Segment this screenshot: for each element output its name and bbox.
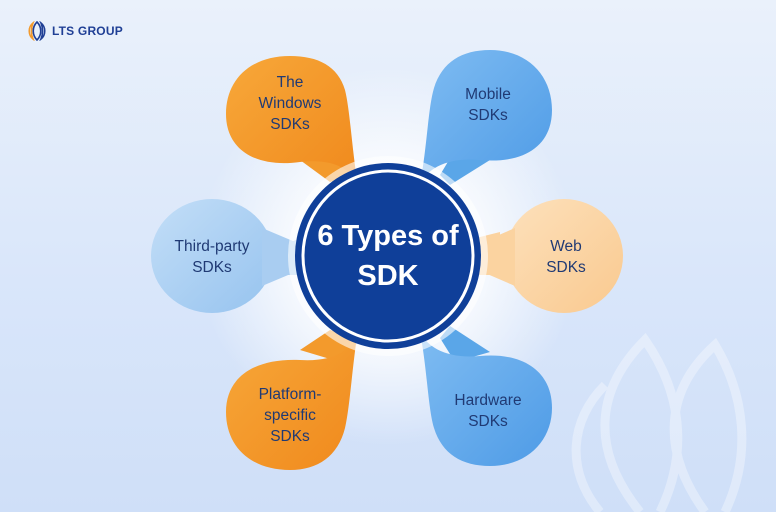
center-hub — [288, 156, 488, 356]
petal-platform — [226, 330, 358, 470]
brand-name: LTS GROUP — [52, 24, 123, 38]
petal-hardware — [420, 332, 552, 466]
lts-logo-icon — [28, 21, 46, 41]
petal-label-web: Web SDKs — [546, 238, 586, 276]
petal-web — [478, 199, 623, 313]
watermark-decoration — [571, 333, 747, 512]
brand-logo: LTS GROUP — [26, 21, 123, 41]
center-title: 6 Types of SDK — [317, 220, 459, 292]
petal-label-hardware: Hardware SDKs — [454, 392, 522, 430]
petal-windows — [226, 56, 358, 186]
petal-label-platform: Platform- specific SDKs — [258, 386, 322, 445]
petal-label-mobile: Mobile SDKs — [465, 86, 511, 124]
petal-mobile — [420, 50, 552, 184]
petal-label-third-party: Third-party SDKs — [174, 238, 250, 276]
petal-label-windows: The Windows SDKs — [258, 74, 322, 133]
